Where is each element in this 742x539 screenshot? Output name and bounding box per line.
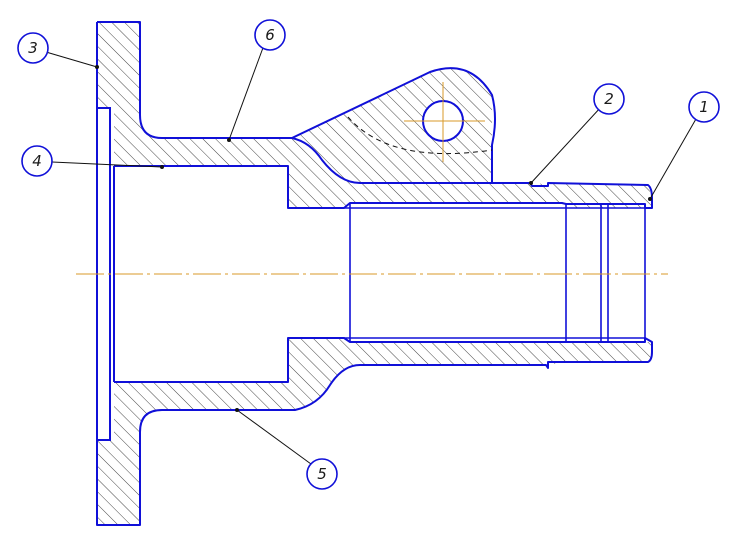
leader-4-dot [160, 165, 164, 169]
leader-3-dot [95, 65, 99, 69]
leader-2-dot [529, 181, 533, 185]
callout-6: 6 [254, 19, 286, 51]
leader-5 [236, 409, 312, 465]
leader-1-dot [648, 197, 652, 201]
callout-5-label: 5 [317, 465, 327, 483]
upper-fillet [291, 137, 492, 184]
section-upper-half [97, 22, 652, 208]
leader-6 [228, 44, 265, 141]
callout-3-label: 3 [28, 39, 38, 57]
leader-3 [45, 51, 98, 68]
section-lower-half [97, 338, 652, 525]
leader-2 [530, 106, 602, 184]
lug-dashed-arc [347, 116, 493, 155]
leader-4 [51, 161, 163, 168]
callout-2: 2 [593, 83, 625, 115]
callout-6-label: 6 [265, 26, 275, 44]
callout-3: 3 [17, 32, 49, 64]
callout-1-label: 1 [699, 98, 709, 116]
callout-4-label: 4 [32, 152, 42, 170]
leader-6-dot [227, 138, 231, 142]
leader-1 [649, 111, 701, 200]
callout-4: 4 [21, 145, 53, 177]
section-upper-outline [97, 21, 653, 209]
callout-2-label: 2 [604, 90, 614, 108]
leader-5-dot [235, 408, 239, 412]
callout-1: 1 [688, 91, 720, 123]
section-lower-outline [96, 22, 653, 526]
callout-5: 5 [306, 458, 338, 490]
